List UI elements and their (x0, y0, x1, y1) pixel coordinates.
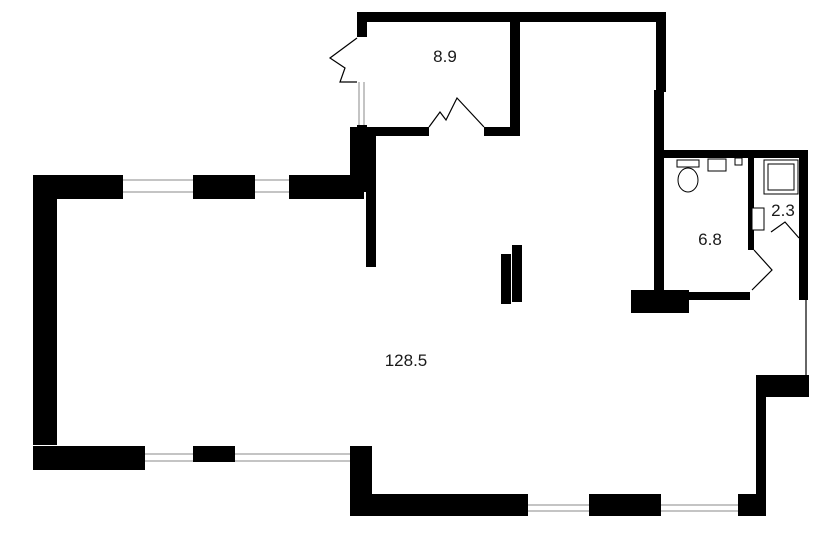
wall-bottom-2 (589, 494, 661, 516)
interior-thin-walls (747, 292, 807, 378)
wall-step-partition (366, 135, 376, 267)
wall-left-bottom-2 (193, 446, 235, 462)
wall-upper-right-low (654, 90, 664, 300)
door-wc (751, 249, 773, 291)
wall-storage-bottom-right (484, 127, 520, 136)
shower-sink (751, 207, 765, 231)
toilet-bowl (677, 167, 699, 193)
room-area-main: 128.5 (385, 351, 428, 370)
bath-fixtures (676, 157, 799, 231)
room-area-storage: 8.9 (433, 47, 457, 66)
toilet-tank (676, 159, 700, 168)
wall-bottom-1 (350, 494, 528, 516)
interior-column-b (512, 245, 522, 302)
doors (328, 37, 800, 291)
wall-storage-left-upper (357, 12, 367, 37)
wall-bath-right (799, 150, 808, 300)
outlet-icon (734, 157, 743, 166)
room-area-wc: 6.8 (698, 230, 722, 249)
door-storage-main (428, 96, 485, 128)
wall-left (33, 175, 57, 445)
sink-icon (707, 158, 727, 172)
door-storage-entry (328, 37, 358, 83)
wall-storage-divider (510, 12, 520, 136)
wall-bath-corner (631, 290, 689, 313)
exterior-walls (33, 12, 809, 516)
interior-column-a (501, 254, 511, 304)
wall-right-step (756, 375, 809, 397)
wall-bath-divider (748, 150, 754, 250)
wall-left-top-2 (193, 175, 255, 199)
room-area-shower: 2.3 (771, 201, 795, 220)
wall-bath-bottom (654, 292, 750, 300)
wall-left-top-3 (289, 175, 364, 199)
wall-bath-top (654, 150, 808, 158)
door-shower (770, 221, 800, 239)
shower-inner (767, 163, 795, 191)
wall-upper-right (656, 12, 666, 92)
wall-left-bottom-1 (33, 446, 145, 470)
wall-storage-bottom-left (357, 127, 429, 136)
wall-right-lower (756, 375, 766, 516)
windows (123, 82, 738, 512)
